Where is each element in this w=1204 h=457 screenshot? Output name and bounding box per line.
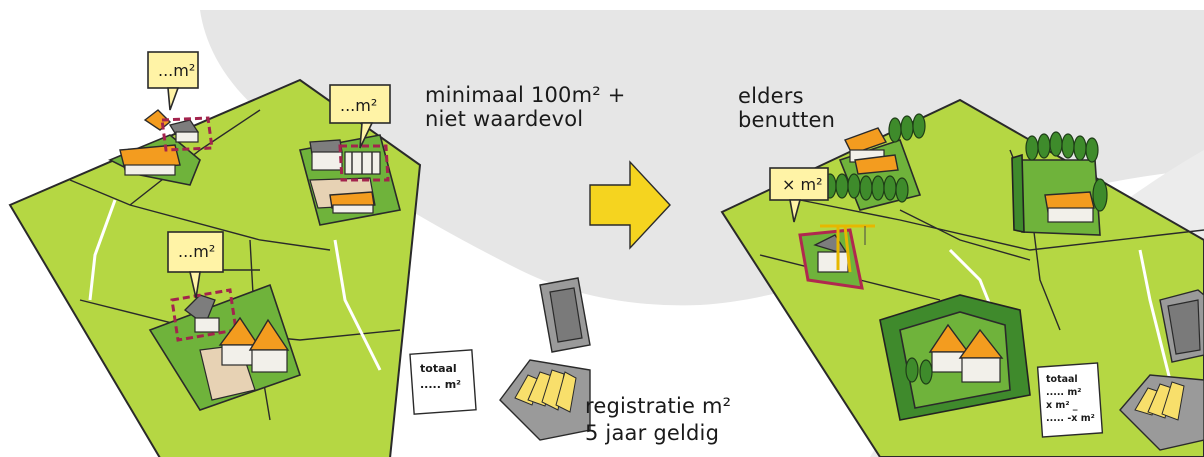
paper-right-line-3: x m² _ — [1046, 400, 1078, 411]
callout-1-text: ...m² — [158, 61, 195, 80]
paper-right-line-1: totaal — [1046, 374, 1078, 385]
area-callout-2: ...m² — [329, 84, 391, 149]
paper-left-line-1: totaal — [420, 362, 457, 375]
background-shape — [200, 10, 1204, 306]
heading-left-line-2: niet waardevol — [425, 107, 583, 131]
arrow-right-icon — [589, 160, 671, 250]
area-callout-3: ...m² — [167, 231, 224, 299]
tree-row-right — [1025, 131, 1108, 212]
heading-left-line-1: minimaal 100m² + — [425, 83, 626, 107]
register-paper-right: totaal ..... m² x m² _ ..... -x m² — [1036, 362, 1104, 438]
callout-2-text: ...m² — [340, 96, 377, 115]
heading-right-line-2: benutten — [738, 108, 835, 132]
register-paper-left: totaal ..... m² — [409, 349, 477, 415]
storage-box-icon — [499, 277, 591, 441]
register-line-2: 5 jaar geldig — [585, 421, 719, 445]
register-line-1: registratie m² — [585, 394, 731, 418]
storage-box-icon-right — [1119, 289, 1204, 451]
crane-icon — [820, 224, 875, 273]
heading-right-line-1: elders — [738, 84, 804, 108]
area-callout-1: ...m² — [147, 51, 199, 111]
callout-3-text: ...m² — [178, 242, 215, 261]
paper-right-line-2: ..... m² — [1046, 387, 1081, 398]
left-map — [8, 78, 422, 457]
paper-left-line-2: ..... m² — [420, 378, 461, 391]
area-callout-4: × m² — [769, 167, 829, 223]
paper-right-line-4: ..... -x m² — [1046, 413, 1095, 424]
callout-4-text: × m² — [782, 175, 823, 194]
